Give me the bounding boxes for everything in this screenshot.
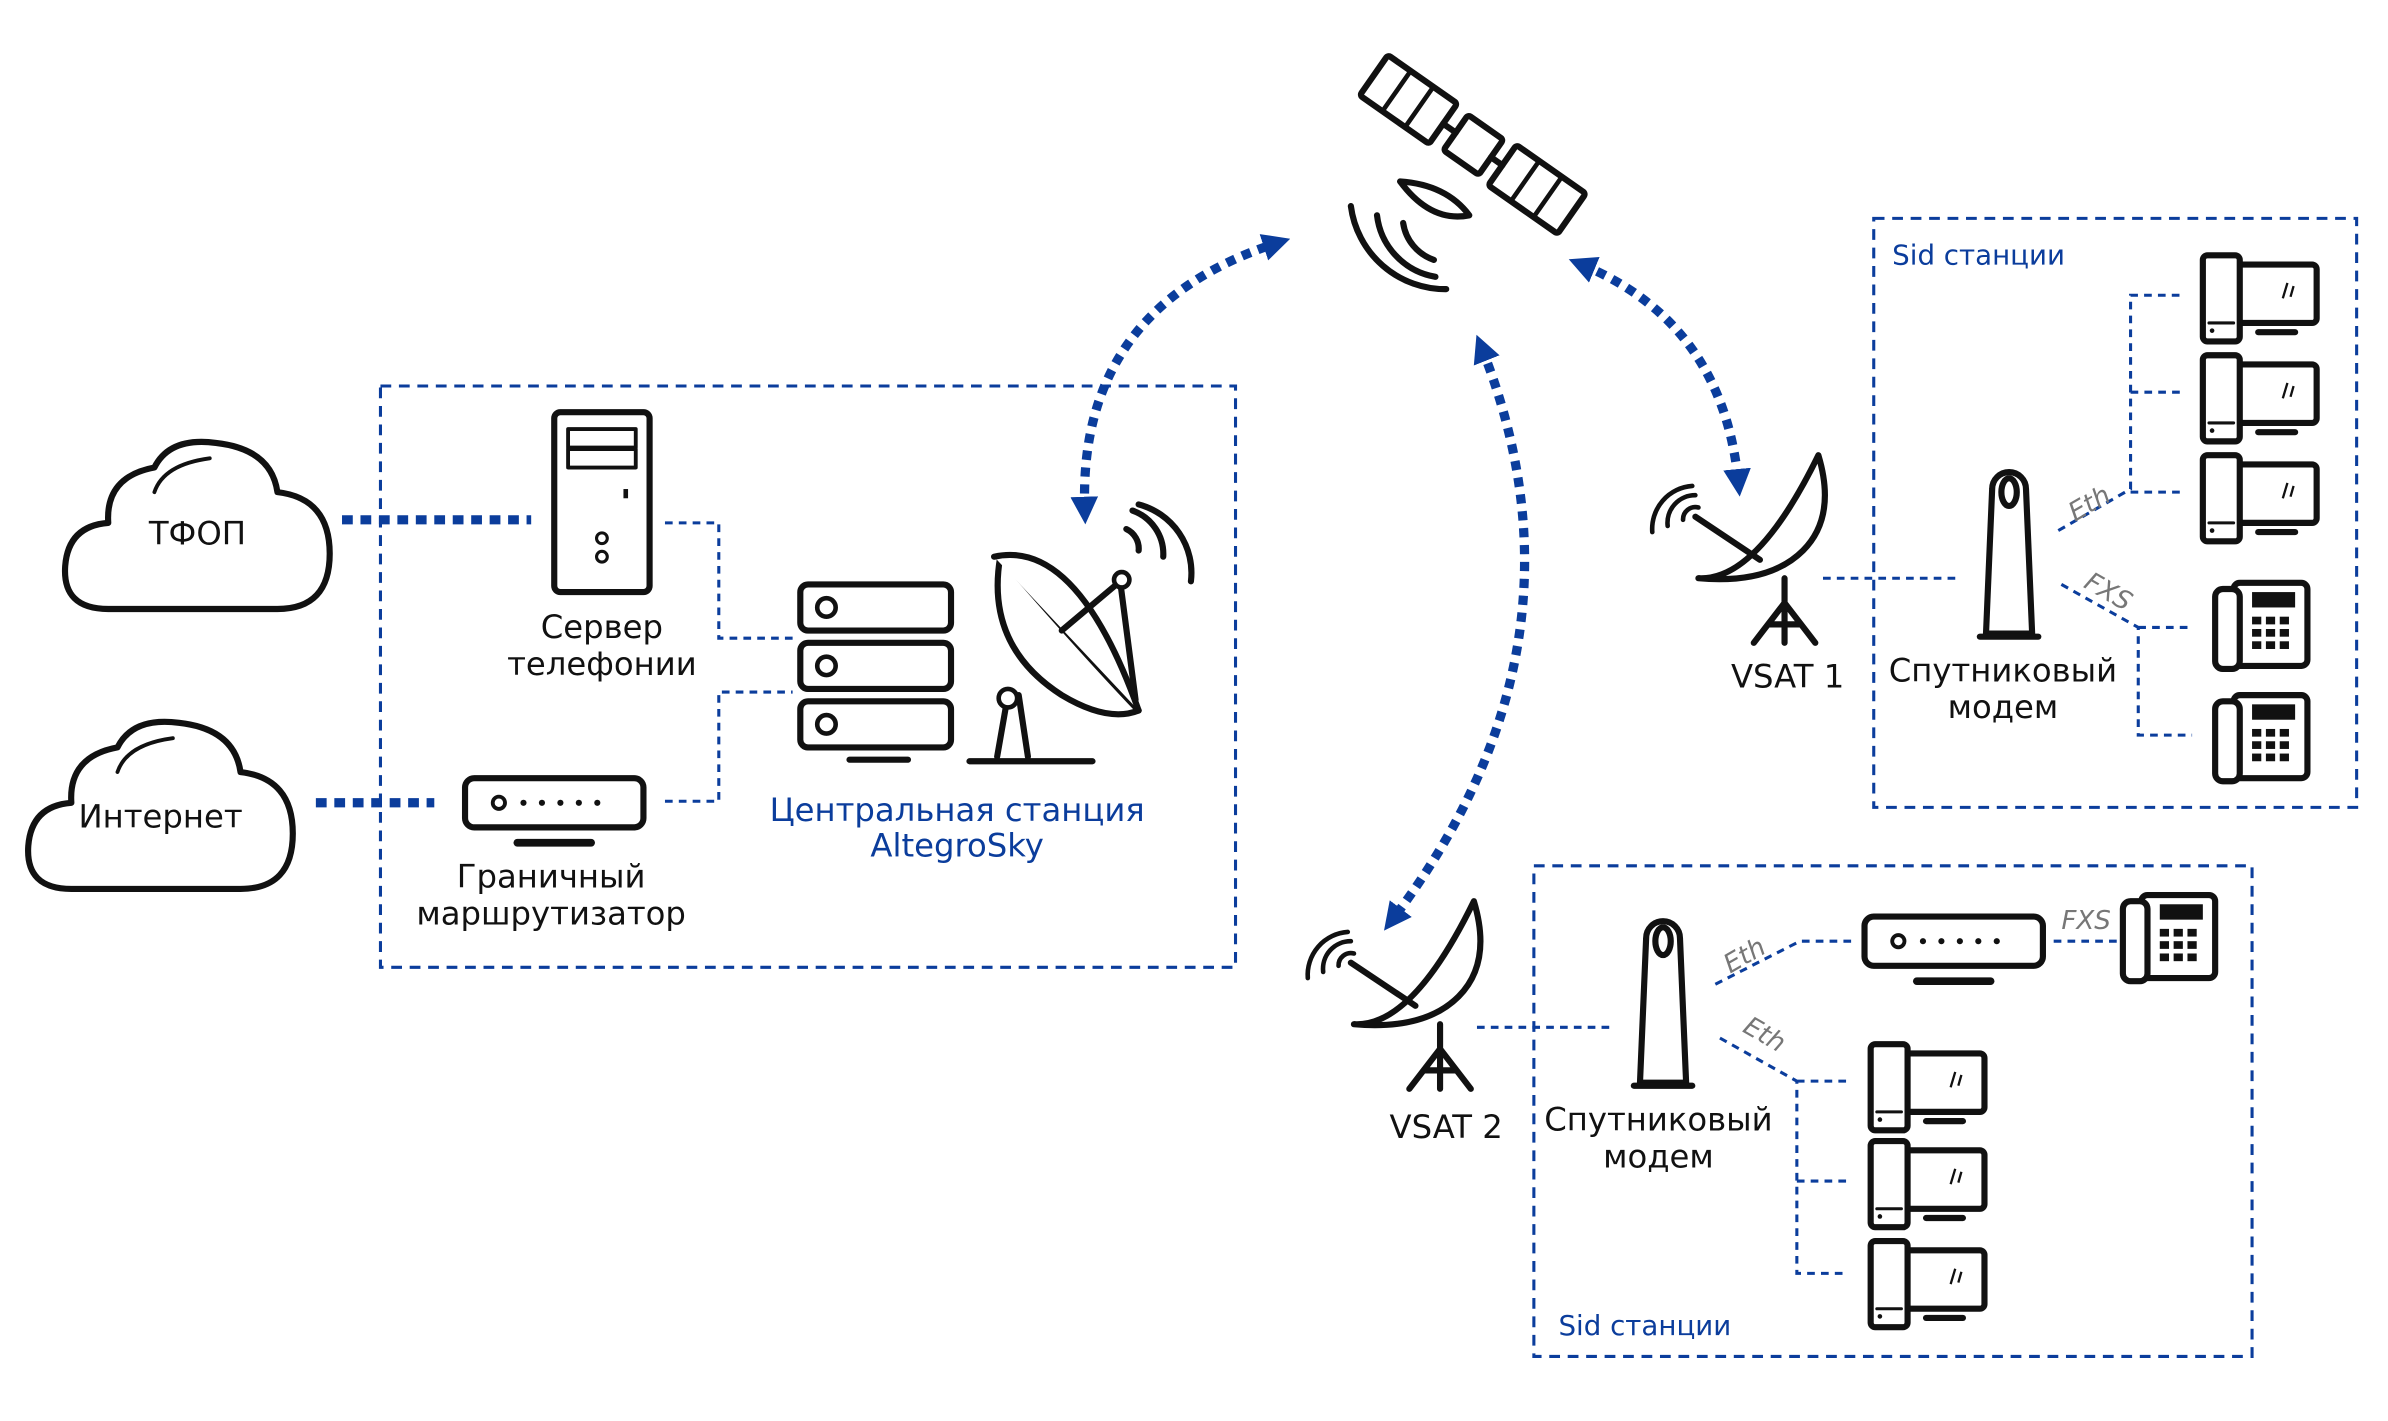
server-label-2: телефонии	[507, 645, 697, 683]
server-icon	[551, 409, 653, 596]
router-label-2: маршрутизатор	[416, 894, 686, 932]
central-station-label-2: AltegroSky	[870, 827, 1044, 865]
site2-eth-top-label: Eth	[1719, 932, 1772, 980]
vsat-antenna-icon	[1308, 901, 1481, 1089]
site1-eth-label: Eth	[2063, 480, 2116, 528]
satellite-modem-icon	[1980, 472, 2038, 637]
router-label-1: Граничный	[457, 857, 646, 895]
pc-icon	[1871, 1141, 1985, 1227]
site1-fxs-label: FXS	[2079, 567, 2137, 618]
vsat2-label: VSAT 2	[1390, 1108, 1503, 1146]
hub-rack-icon	[797, 581, 955, 763]
site1-box	[1872, 216, 2359, 809]
site2-fxs-label: FXS	[2061, 906, 2111, 936]
router-icon	[1865, 917, 2043, 982]
pc-icon	[2203, 455, 2317, 541]
internet-label: Интернет	[78, 797, 242, 835]
site1-modem-label-2: модем	[1948, 688, 2059, 726]
site2-modem-label-1: Спутниковый	[1544, 1100, 1772, 1138]
site2-modem-label-2: модем	[1603, 1137, 1714, 1175]
pc-icon	[1871, 1241, 1985, 1327]
router-link	[664, 690, 793, 803]
site2-eth-pc-links	[1719, 1036, 1847, 1275]
hub-satellite-link	[1070, 234, 1291, 525]
router-icon	[465, 778, 643, 843]
server-link	[664, 521, 793, 640]
phone-icon	[2215, 583, 2307, 669]
satellite-modem-icon	[1634, 921, 1692, 1086]
phone-icon	[2123, 895, 2215, 981]
site2-eth-router-link	[1714, 939, 1854, 986]
site2-box-title: Sid станции	[1558, 1309, 1731, 1342]
site1-fxs-links	[2060, 583, 2193, 737]
site1-modem-label-1: Спутниковый	[1889, 651, 2117, 689]
site1-eth-links	[2057, 293, 2185, 532]
site2-box	[1532, 864, 2254, 1358]
pc-icon	[1871, 1044, 1985, 1130]
pstn-label: ТФОП	[148, 514, 246, 552]
site1-box-title: Sid станции	[1892, 239, 2065, 272]
vsat2-satellite-link	[1384, 334, 1530, 931]
central-station-label-1: Центральная станция	[770, 791, 1145, 829]
vsat1-label: VSAT 1	[1731, 657, 1844, 695]
central-station-box	[378, 384, 1238, 969]
server-label-1: Сервер	[541, 608, 663, 646]
phone-icon	[2215, 695, 2307, 781]
hub-antenna-icon	[966, 501, 1195, 765]
vsat-antenna-icon	[1652, 455, 1825, 643]
satellite-icon	[1347, 53, 1588, 293]
vsat1-satellite-link	[1568, 257, 1751, 497]
pc-icon	[2203, 355, 2317, 441]
pc-icon	[2203, 255, 2317, 341]
